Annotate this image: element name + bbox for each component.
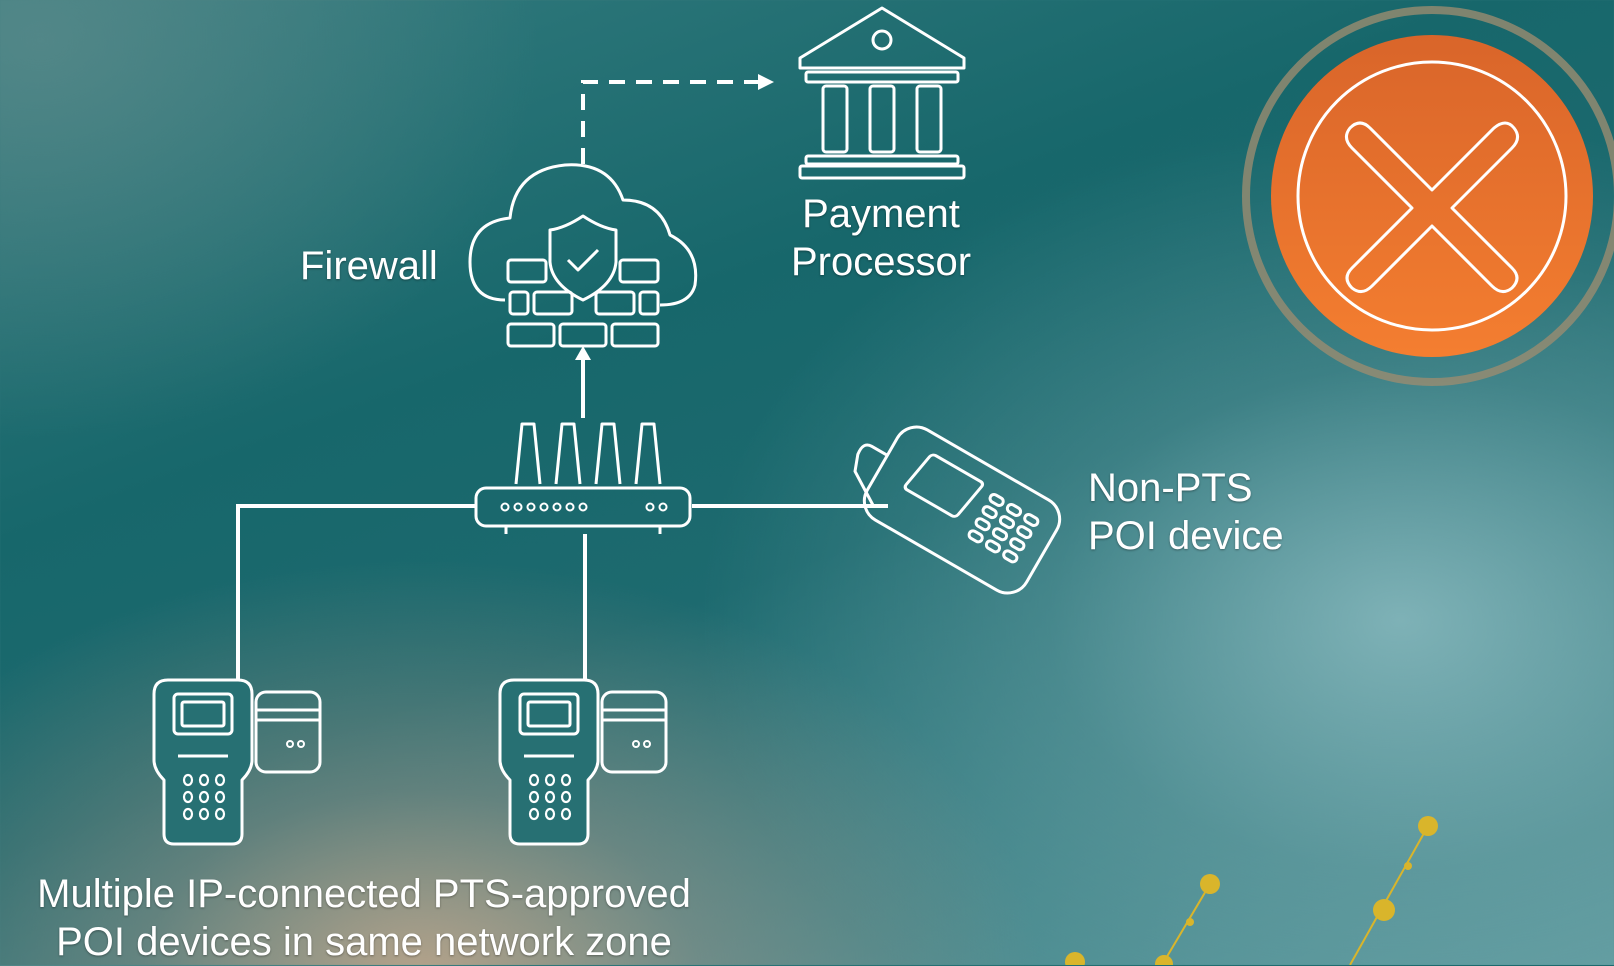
decorative-dots xyxy=(1065,816,1438,965)
pts-terminal-icon-1 xyxy=(152,678,322,846)
router-to-device-1-link xyxy=(236,504,476,680)
router-icon xyxy=(474,422,692,534)
firewall-icon xyxy=(468,163,698,348)
firewall-label: Firewall xyxy=(300,244,438,288)
connection-lines xyxy=(236,74,888,680)
non-pts-terminal-icon xyxy=(853,425,1062,595)
non-pts-device-label: Non-PTS POI device xyxy=(1088,466,1284,558)
pts-devices-caption: Multiple IP-connected PTS-approved POI d… xyxy=(37,872,691,964)
arrow-head xyxy=(758,74,774,90)
bank-icon xyxy=(798,6,966,180)
dashed-link-to-processor xyxy=(581,80,758,164)
x-mark-icon xyxy=(1345,121,1519,293)
payment-processor-label: Payment Processor xyxy=(790,192,972,284)
pts-terminal-icon-2 xyxy=(498,678,668,846)
status-badge xyxy=(1242,6,1614,386)
